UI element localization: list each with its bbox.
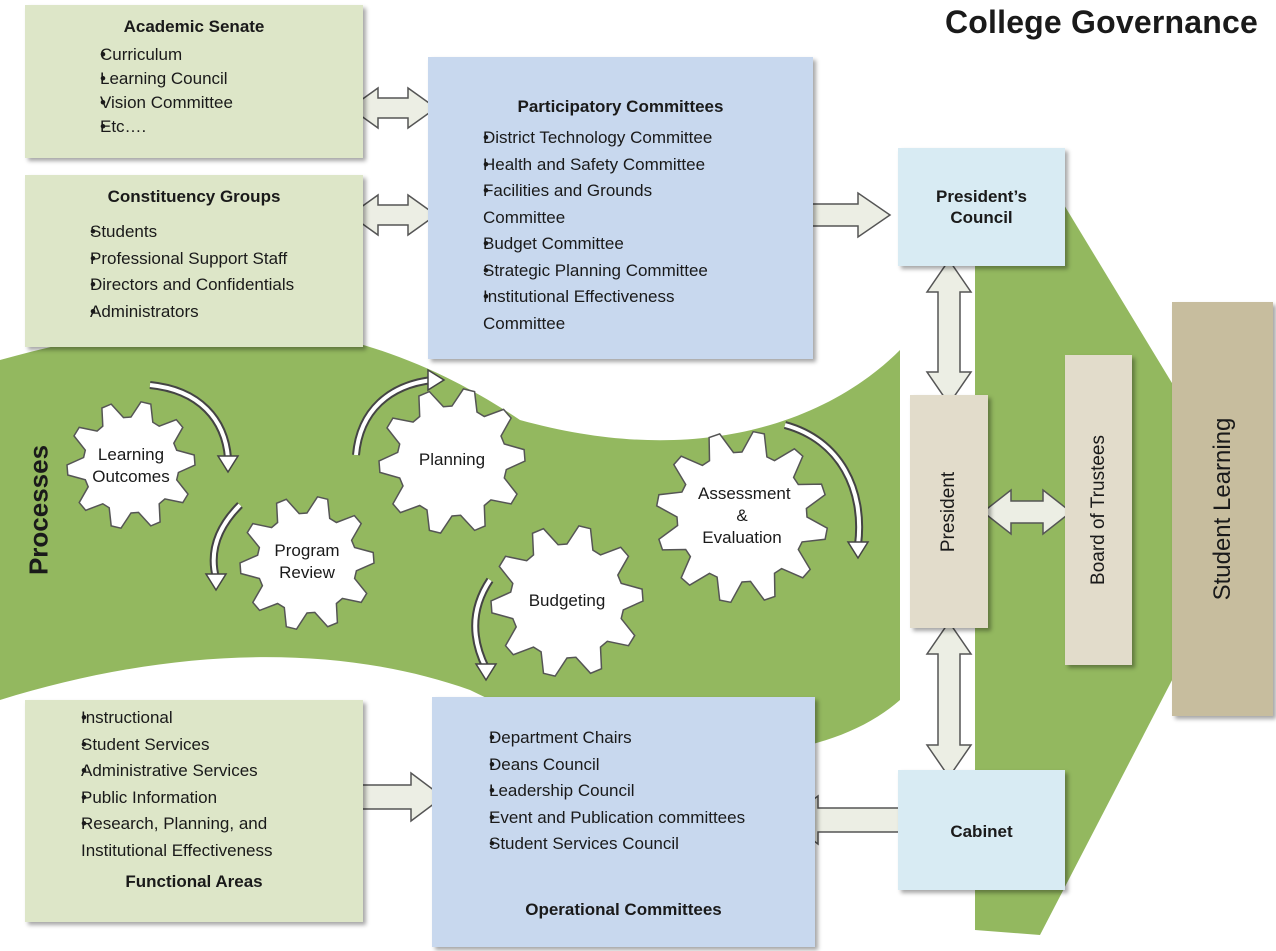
list-item: Research, Planning, and Institutional Ef… — [81, 811, 341, 864]
student-learning-label: Student Learning — [1208, 417, 1236, 601]
list-item: Student Services Council — [489, 831, 815, 858]
functional-areas-list: Instructional Student Services Administr… — [25, 705, 363, 864]
gear-program-review — [239, 495, 375, 631]
functional-areas-box: Instructional Student Services Administr… — [25, 700, 363, 922]
list-item: Etc…. — [100, 115, 363, 139]
academic-senate-title: Academic Senate — [123, 17, 265, 36]
presidents-council-box: President’s Council — [898, 148, 1065, 266]
page-title: College Governance — [944, 4, 1258, 40]
gear-label-assessment: Assessment & Evaluation — [698, 484, 791, 547]
curve-arrowhead-1 — [216, 455, 240, 474]
curve-arrowhead-5 — [474, 663, 498, 682]
list-item: Curriculum — [100, 43, 363, 67]
list-item: Leadership Council — [489, 778, 815, 805]
board-of-trustees-label: Board of Trustees — [1087, 435, 1109, 585]
curve-arrowhead-3 — [427, 368, 446, 392]
curve-arrowhead-2 — [204, 573, 228, 592]
president-label: President — [938, 471, 959, 552]
board-of-trustees-box: Board of Trustees — [1065, 355, 1132, 665]
list-item: Professional Support Staff — [90, 246, 363, 273]
list-item: Deans Council — [489, 752, 815, 779]
constituency-groups-title: Constituency Groups — [107, 187, 281, 206]
gear-label-program-review: Program Review — [274, 541, 340, 582]
academic-senate-list: Curriculum Learning Council Vision Commi… — [25, 43, 363, 139]
constituency-groups-box: Constituency Groups Students Professiona… — [25, 175, 363, 347]
operational-committees-list: Department Chairs Deans Council Leadersh… — [432, 725, 815, 858]
gear-label-planning: Planning — [418, 450, 486, 469]
participatory-committees-list: District Technology Committee Health and… — [428, 125, 813, 337]
curve-arrowhead-4 — [846, 541, 870, 560]
list-item: Institutional Effectiveness Committee — [483, 284, 733, 337]
gear-budgeting — [490, 525, 644, 677]
list-item: District Technology Committee — [483, 125, 783, 152]
list-item: Vision Committee — [100, 91, 363, 115]
list-item: Administrative Services — [81, 758, 363, 785]
list-item: Event and Publication committees — [489, 805, 815, 832]
gears — [66, 388, 829, 677]
president-box: President — [910, 395, 988, 628]
list-item: Student Services — [81, 732, 363, 759]
functional-areas-title: Functional Areas — [125, 872, 263, 891]
list-item: Health and Safety Committee — [483, 152, 783, 179]
list-item: Facilities and Grounds Committee — [483, 178, 693, 231]
academic-senate-box: Academic Senate Curriculum Learning Coun… — [25, 5, 363, 158]
student-learning-box: Student Learning — [1172, 302, 1273, 716]
list-item: Students — [90, 219, 363, 246]
arrow-council-president — [925, 258, 973, 406]
constituency-groups-list: Students Professional Support Staff Dire… — [25, 219, 363, 325]
participatory-committees-title: Participatory Committees — [517, 97, 724, 116]
list-item: Strategic Planning Committee — [483, 258, 783, 285]
list-item: Department Chairs — [489, 725, 815, 752]
list-item: Instructional — [81, 705, 363, 732]
list-item: Public Information — [81, 785, 363, 812]
list-item: Directors and Confidentials — [90, 272, 363, 299]
list-item: Budget Committee — [483, 231, 783, 258]
list-item: Administrators — [90, 299, 363, 326]
gear-label-learning-outcomes: Learning Outcomes — [92, 445, 170, 486]
list-item: Learning Council — [100, 67, 363, 91]
participatory-committees-box: Participatory Committees District Techno… — [428, 57, 813, 359]
gear-learning-outcomes — [66, 400, 196, 530]
operational-committees-box: Department Chairs Deans Council Leadersh… — [432, 697, 815, 947]
cabinet-label: Cabinet — [950, 822, 1013, 841]
operational-committees-title: Operational Committees — [525, 900, 722, 919]
processes-label: Processes — [23, 444, 54, 576]
cabinet-box: Cabinet — [898, 770, 1065, 890]
presidents-council-label: President’s Council — [935, 187, 1028, 227]
gear-planning — [378, 388, 526, 534]
arrow-president-cabinet — [925, 620, 973, 779]
gear-label-budgeting: Budgeting — [528, 591, 606, 610]
gear-assessment — [655, 430, 829, 604]
